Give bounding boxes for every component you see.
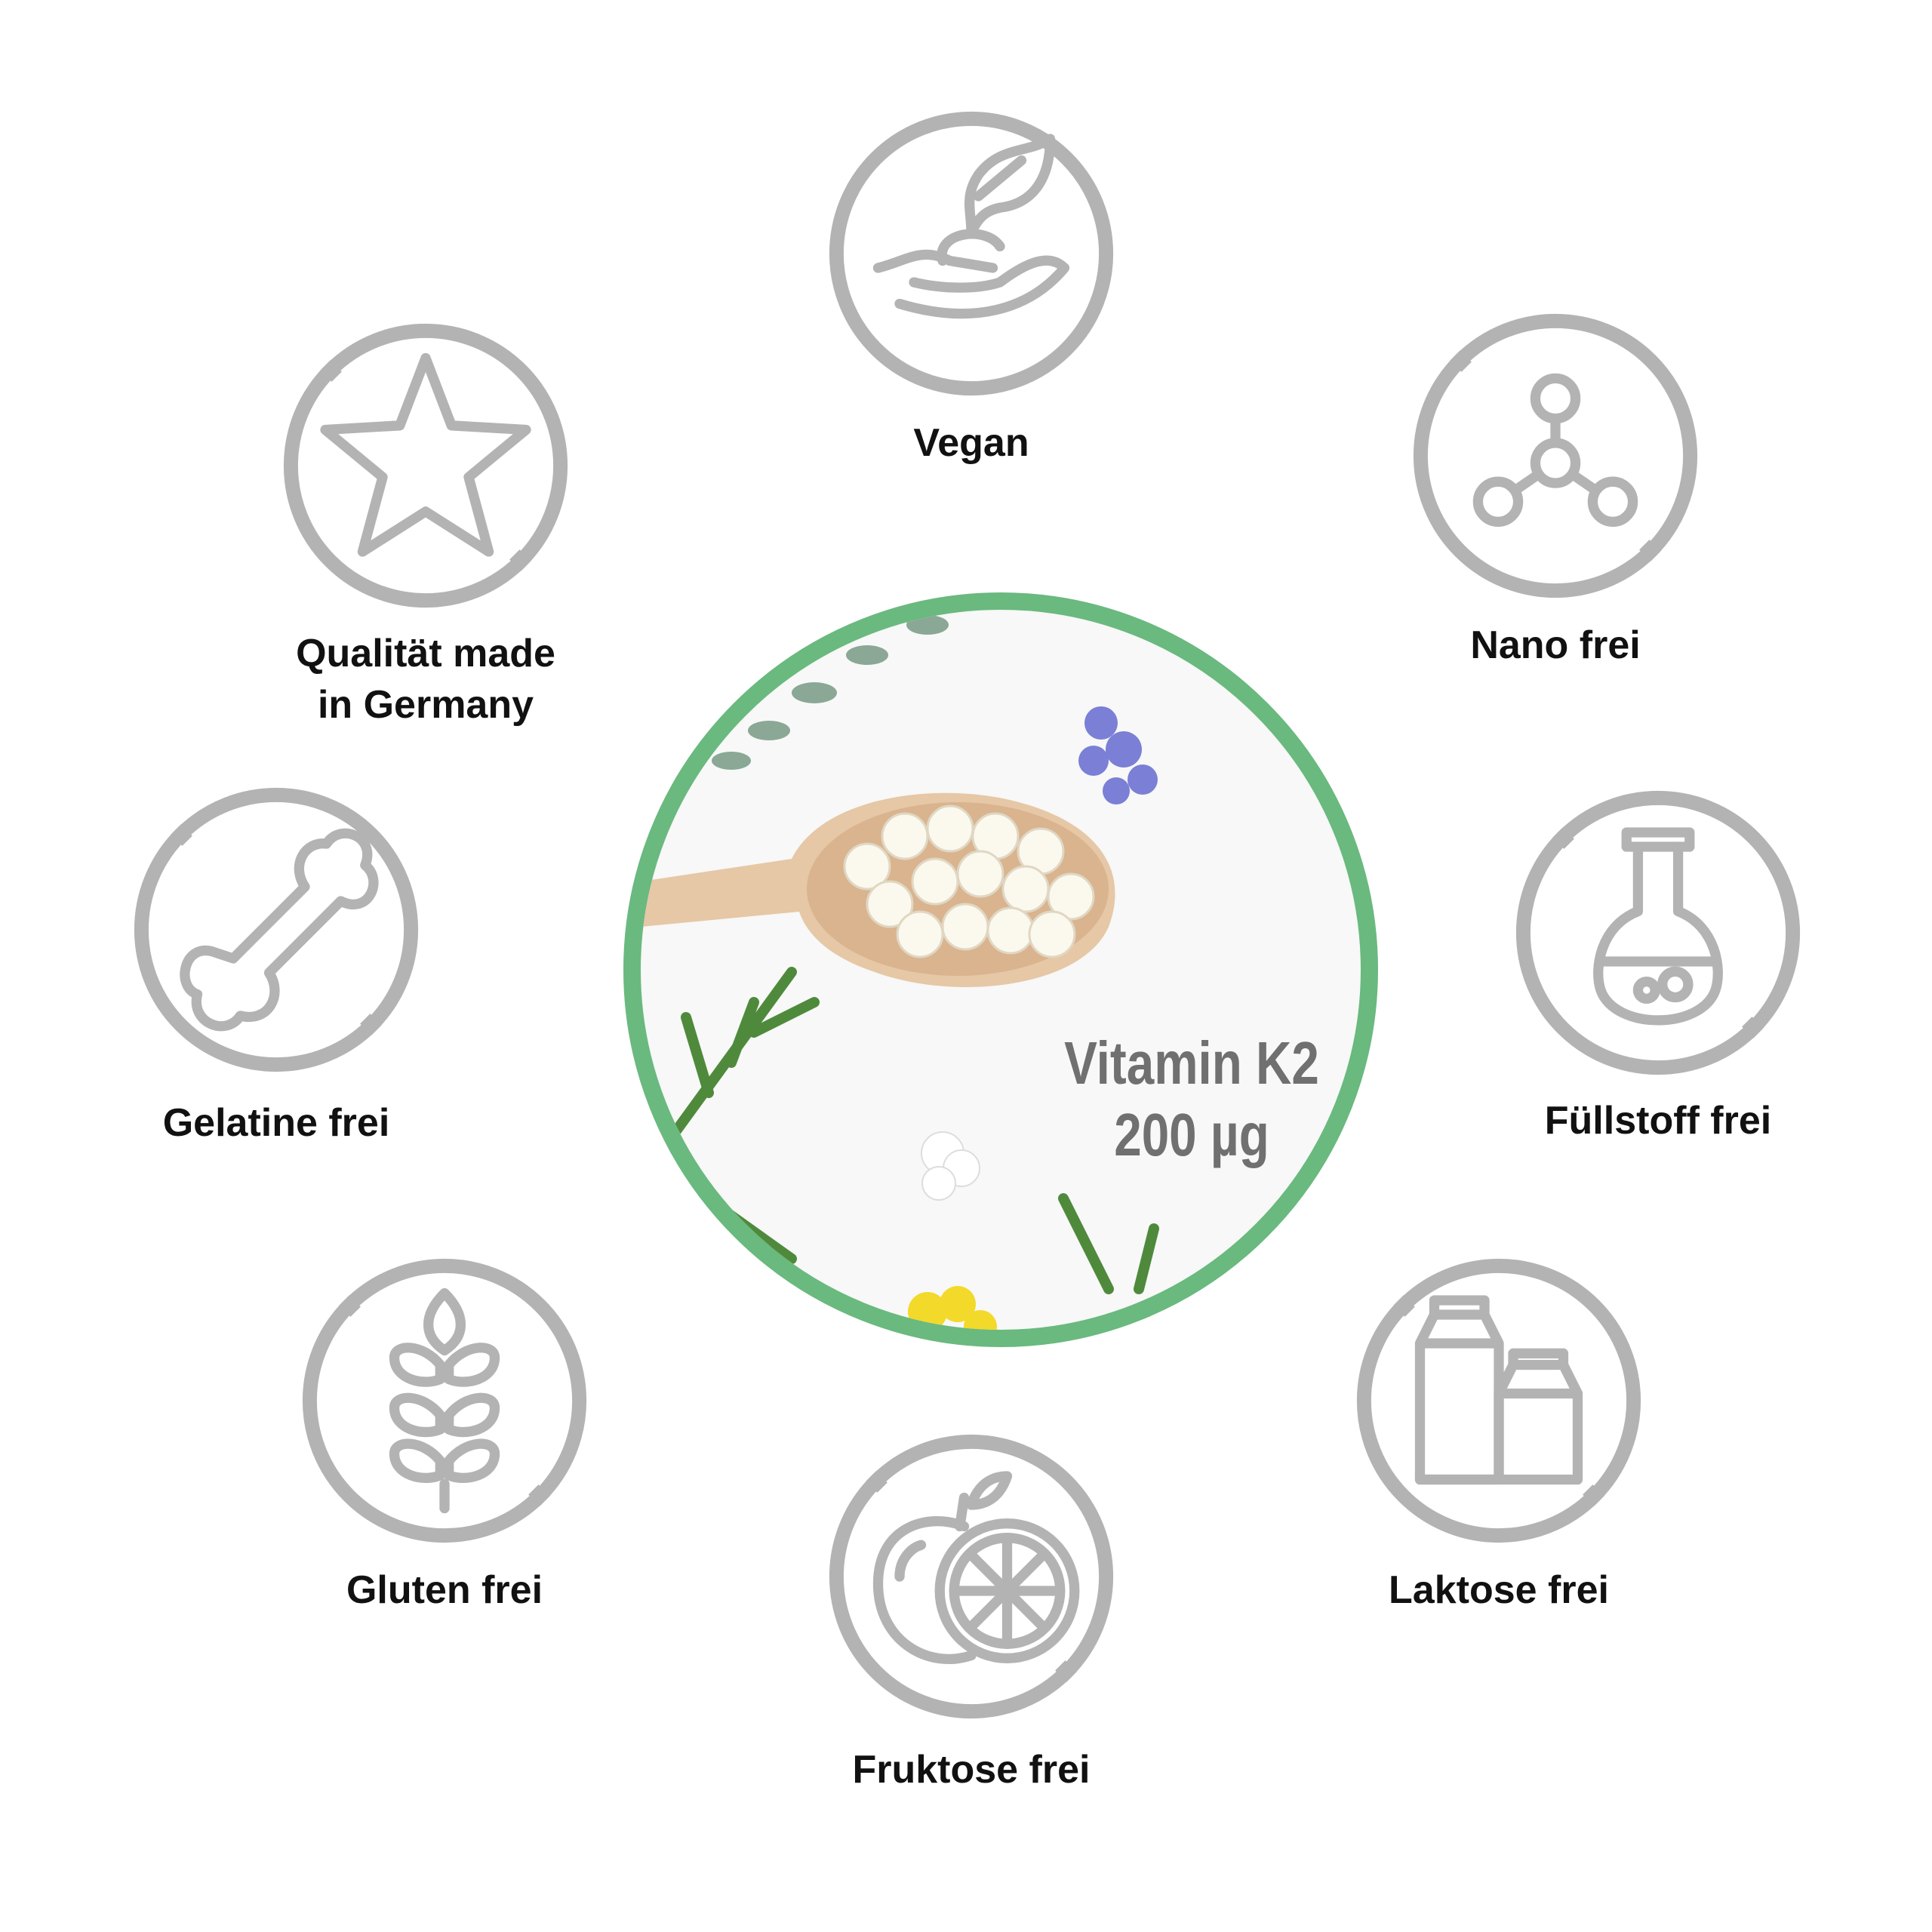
- feature-lactose-free: [1355, 1257, 1642, 1544]
- spoon-with-tablets-photo: [641, 615, 1159, 1330]
- feature-label-line2: in Germany: [317, 683, 534, 727]
- product-photo-circle: Vitamin K2 200 µg: [623, 592, 1378, 1347]
- white-flower: [921, 1131, 980, 1201]
- feature-fructose-free: [828, 1433, 1115, 1720]
- flask-icon: [1593, 827, 1723, 1026]
- milk-carton-icon: [1414, 1295, 1583, 1485]
- wheat-icon: [389, 1287, 500, 1514]
- eucalyptus-sprig: [712, 615, 949, 770]
- feature-label: Gelatine frei: [162, 1101, 390, 1145]
- feature-nano-free: [1412, 312, 1699, 599]
- yellow-flowers: [908, 1286, 997, 1330]
- bone-icon: [180, 828, 379, 1032]
- feature-label: Nano frei: [1470, 623, 1641, 667]
- feature-label: Gluten frei: [346, 1568, 543, 1612]
- star-icon: [320, 352, 531, 557]
- feature-label: Fruktose frei: [852, 1748, 1091, 1792]
- product-dosage: 200 µg: [1114, 1101, 1269, 1168]
- feature-vegan: [828, 110, 1115, 397]
- feature-label: Füllstoff frei: [1544, 1099, 1772, 1143]
- feature-label: Laktose frei: [1389, 1568, 1609, 1612]
- tablets: [843, 804, 1095, 958]
- feature-label: Qualität made: [296, 632, 555, 675]
- rosemary-sprig: [666, 967, 1159, 1294]
- plant-in-hand-icon: [872, 134, 1070, 319]
- feature-gluten-free: [301, 1257, 588, 1544]
- lavender-flowers: [1078, 706, 1158, 804]
- feature-gelatine-free: [133, 786, 420, 1073]
- molecule-icon: [1472, 373, 1638, 528]
- feature-label: Vegan: [913, 421, 1029, 465]
- fruit-icon: [872, 1471, 1080, 1664]
- feature-filler-free: [1515, 789, 1801, 1076]
- feature-quality-germany: [282, 322, 569, 609]
- product-name: Vitamin K2: [1064, 1029, 1319, 1097]
